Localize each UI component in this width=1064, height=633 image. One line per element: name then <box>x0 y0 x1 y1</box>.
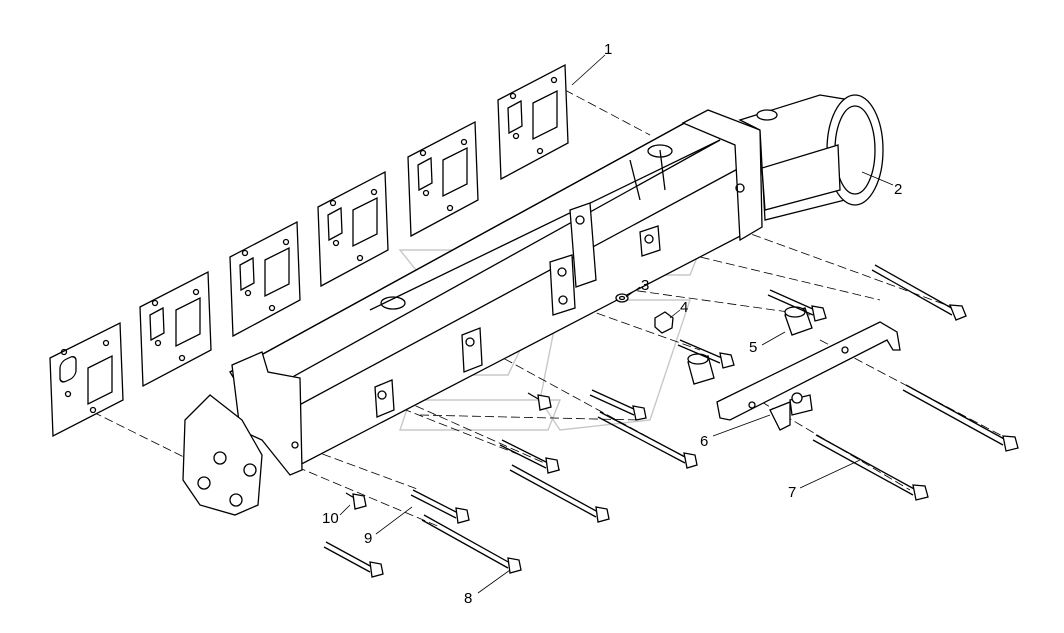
manifold-body <box>182 94 884 516</box>
callout-7: 7 <box>788 484 796 501</box>
gaskets <box>49 63 569 438</box>
bolt-8b <box>323 541 384 578</box>
gasket-3 <box>229 220 301 338</box>
bolt-8a <box>421 514 522 574</box>
callout-6: 6 <box>700 433 708 450</box>
callout-8: 8 <box>464 590 472 607</box>
spacers <box>687 306 813 385</box>
leader-lines <box>339 54 894 594</box>
bolt-b <box>677 339 735 369</box>
bracket <box>716 321 901 431</box>
callout-2: 2 <box>894 181 902 198</box>
bolt-h <box>527 392 552 411</box>
bolt-g <box>509 464 610 523</box>
gasket-2 <box>139 270 212 388</box>
gasket-4 <box>317 170 389 288</box>
bolts <box>323 264 1019 578</box>
callout-10: 10 <box>322 510 339 527</box>
callout-9: 9 <box>364 530 372 547</box>
bolt-c <box>902 384 1019 452</box>
bolt-7 <box>812 434 929 501</box>
bolt-d <box>589 389 647 421</box>
callout-5: 5 <box>749 339 757 356</box>
callout-3: 3 <box>641 277 649 294</box>
bolt-2 <box>871 264 967 321</box>
bolt-a <box>767 289 827 322</box>
bolt-f <box>499 439 560 474</box>
bolt-e <box>597 411 698 469</box>
callout-4: 4 <box>680 299 688 316</box>
bolt-10 <box>345 492 367 510</box>
nut-and-washer <box>615 293 674 334</box>
gasket-5 <box>407 120 479 238</box>
callout-labels: 1 2 3 4 5 6 7 8 9 10 <box>322 41 902 607</box>
callout-1: 1 <box>604 41 612 58</box>
bolt-9 <box>410 489 470 524</box>
gasket-1 <box>49 321 124 438</box>
gasket-6 <box>497 63 569 181</box>
